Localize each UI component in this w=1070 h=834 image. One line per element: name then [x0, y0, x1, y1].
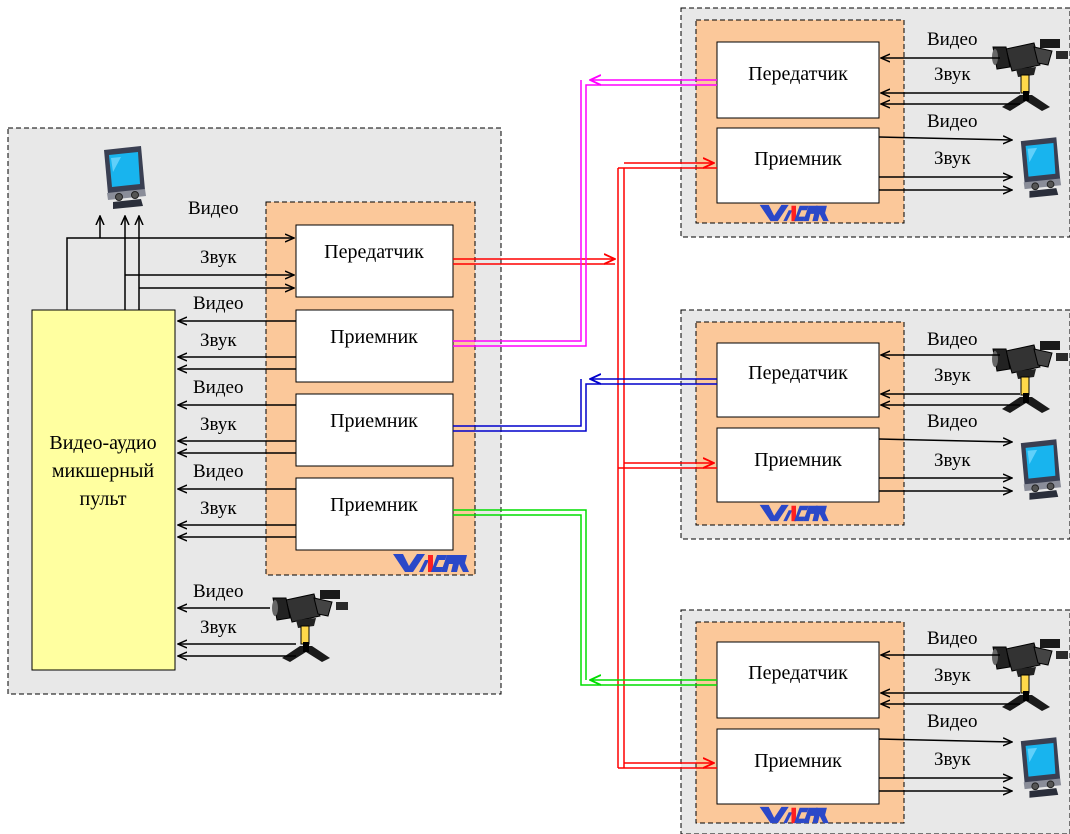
site1-transmitter-label: Передатчик — [748, 63, 848, 85]
label-video: Видео — [927, 329, 977, 350]
label-video: Видео — [193, 461, 243, 482]
label-sound: Звук — [200, 498, 237, 519]
label-video: Видео — [193, 293, 243, 314]
studio-receiver-2-label: Приемник — [330, 410, 418, 432]
label-video: Видео — [927, 628, 977, 649]
site2-receiver-label: Приемник — [754, 449, 842, 471]
label-video: Видео — [188, 198, 238, 219]
label-video: Видео — [193, 581, 243, 602]
label-video: Видео — [927, 711, 977, 732]
mixer-label-line2: микшерный — [52, 460, 154, 482]
label-sound: Звук — [934, 64, 971, 85]
label-sound: Звук — [934, 749, 971, 770]
mixer-label-line3: пульт — [80, 488, 127, 510]
studio-receiver-3-label: Приемник — [330, 494, 418, 516]
label-sound: Звук — [200, 414, 237, 435]
label-video: Видео — [927, 411, 977, 432]
site3-receiver-label: Приемник — [754, 750, 842, 772]
studio-transmitter-label: Передатчик — [324, 241, 424, 263]
mixer-label-line1: Видео-аудио — [49, 432, 156, 454]
label-sound: Звук — [934, 665, 971, 686]
label-sound: Звук — [200, 617, 237, 638]
label-sound: Звук — [200, 330, 237, 351]
label-sound: Звук — [934, 148, 971, 169]
studio-receiver-1-label: Приемник — [330, 326, 418, 348]
label-video: Видео — [927, 29, 977, 50]
site2-transmitter-label: Передатчик — [748, 362, 848, 384]
remote-site-3: Передатчик Приемник Видео Звук Видео Зву… — [681, 610, 1070, 834]
label-sound: Звук — [934, 365, 971, 386]
site1-receiver-label: Приемник — [754, 148, 842, 170]
remote-site-1: Передатчик Приемник Видео Звук Видео Зву… — [681, 8, 1070, 237]
label-video: Видео — [927, 111, 977, 132]
label-video: Видео — [193, 377, 243, 398]
remote-site-2: Передатчик Приемник Видео Звук Видео Зву… — [681, 310, 1070, 539]
label-sound: Звук — [200, 247, 237, 268]
label-sound: Звук — [934, 450, 971, 471]
site3-transmitter-label: Передатчик — [748, 662, 848, 684]
